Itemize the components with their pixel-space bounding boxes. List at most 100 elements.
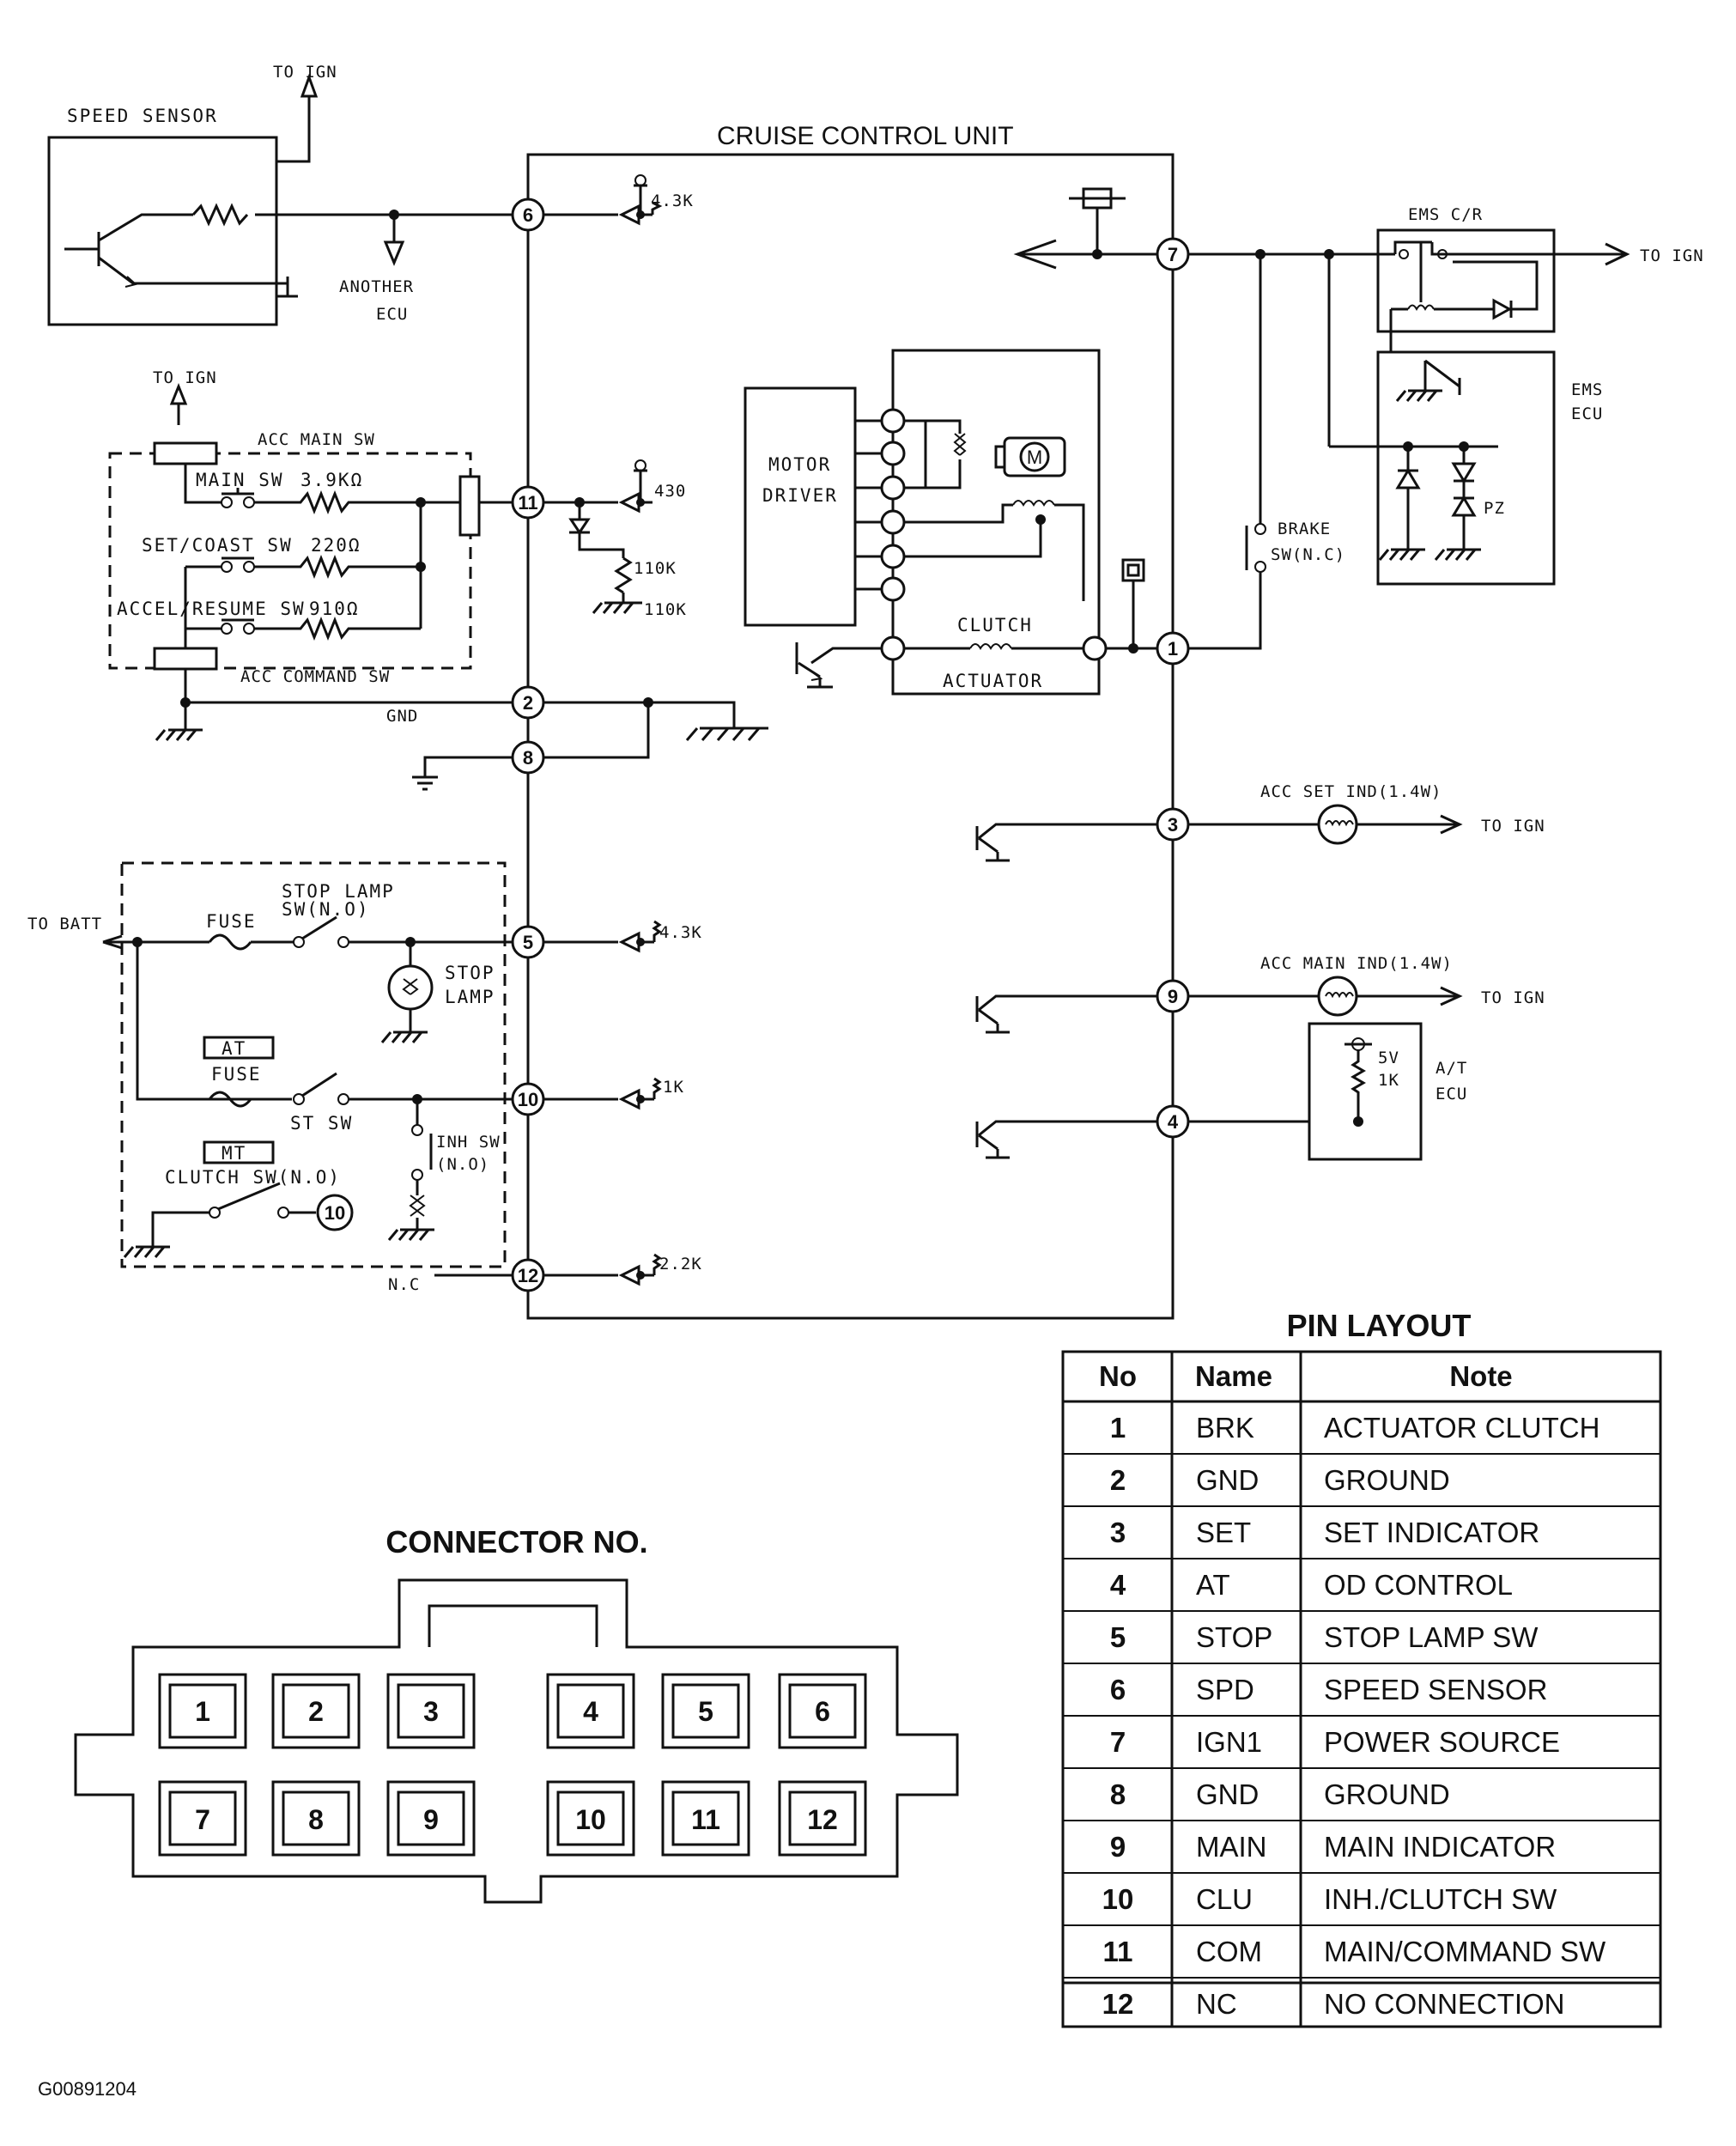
speed-sensor-label: SPEED SENSOR — [67, 106, 218, 126]
row-5-no: 5 — [1110, 1621, 1126, 1653]
acc-main-to-ign: TO IGN — [1481, 988, 1545, 1007]
stop-lamp-label-1: STOP — [445, 963, 495, 983]
brake-switch: BRAKE SW(N.C) — [1188, 254, 1345, 650]
connector-pin-4: 4 — [546, 1673, 635, 1749]
pullup-110k-label-a: 110K — [634, 559, 677, 578]
table-row: 7 IGN1 POWER SOURCE — [1110, 1726, 1560, 1758]
connector-pin-8-label: 8 — [308, 1804, 324, 1835]
set-coast-sw-label: SET/COAST SW — [142, 535, 293, 556]
pin-4: 4 5V 1K A/T ECU — [975, 1022, 1467, 1161]
connector-pin-9-label: 9 — [423, 1804, 439, 1835]
figure-reference: G00891204 — [38, 2078, 137, 2100]
row-2-note: GROUND — [1324, 1464, 1450, 1496]
connector-pin-6-label: 6 — [815, 1696, 830, 1727]
pin-layout-table: PIN LAYOUT No Name Note 1 BRK ACTUATOR C… — [1061, 1308, 1662, 1985]
pin-5-number: 5 — [523, 932, 533, 953]
pz-label: PZ — [1484, 499, 1505, 518]
stop-lamp-sw-label-1: STOP LAMP — [282, 881, 395, 902]
accel-resume-resistor-label: 910Ω — [309, 599, 360, 619]
row-1-note: ACTUATOR CLUTCH — [1324, 1412, 1599, 1444]
row-8-note: GROUND — [1324, 1778, 1450, 1810]
speed-sensor-to-ign: TO IGN — [273, 63, 337, 82]
row-9-note: MAIN INDICATOR — [1324, 1831, 1556, 1863]
connector-pin-1-label: 1 — [195, 1696, 210, 1727]
set-coast-resistor-label: 220Ω — [311, 535, 361, 556]
table-row: 11 COM MAIN/COMMAND SW — [1103, 1936, 1606, 1967]
connector-pin-10: 10 — [546, 1780, 635, 1857]
motor-m-label: M — [1027, 447, 1042, 468]
row-7-no: 7 — [1110, 1726, 1126, 1758]
connector-pin-5: 5 — [661, 1673, 750, 1749]
table-row: 9 MAIN MAIN INDICATOR — [1110, 1831, 1556, 1863]
main-sw-resistor-label: 3.9KΩ — [300, 470, 363, 490]
connector-pin-3-label: 3 — [423, 1696, 439, 1727]
table-header: No Name Note — [1099, 1360, 1513, 1392]
ems-ecu: EMS ECU PZ — [1329, 350, 1603, 586]
connector-pin-8: 8 — [271, 1780, 361, 1857]
clutch-to-pin-10: 10 — [325, 1202, 345, 1224]
inh-sw-label: INH SW — [436, 1133, 501, 1152]
row-6-no: 6 — [1110, 1674, 1126, 1705]
cruise-control-unit-title: CRUISE CONTROL UNIT — [717, 122, 1014, 150]
row-12-note: NO CONNECTION — [1324, 1988, 1565, 2020]
pin-12-nc: N.C — [388, 1274, 528, 1294]
pin-1: 1 — [1156, 631, 1190, 666]
ems-to-ign: TO IGN — [1640, 246, 1704, 265]
row-4-no: 4 — [1110, 1569, 1126, 1601]
row-10-no: 10 — [1102, 1883, 1134, 1915]
mt-label: MT — [222, 1143, 246, 1164]
acc-main-ind-label: ACC MAIN IND(1.4W) — [1260, 954, 1453, 973]
ems-cr-label: EMS C/R — [1408, 205, 1483, 224]
pin-12-number: 12 — [518, 1265, 538, 1286]
gnd-label: GND — [386, 707, 418, 726]
pin-9-number: 9 — [1168, 986, 1178, 1007]
table-row: 4 AT OD CONTROL — [1110, 1569, 1513, 1601]
row-12-name: NC — [1196, 1988, 1237, 2020]
connector-pin-10-label: 10 — [575, 1804, 606, 1835]
motor-driver-label-2: DRIVER — [762, 485, 838, 506]
connector-pin-5-label: 5 — [698, 1696, 713, 1727]
row-10-name: CLU — [1196, 1883, 1253, 1915]
connector-pin-7-label: 7 — [195, 1804, 210, 1835]
header-name: Name — [1195, 1360, 1272, 1392]
sensor-resistor — [191, 203, 249, 227]
motor-driver-actuator: MOTOR DRIVER M CLUTCH ACTUATOR — [744, 349, 1157, 696]
nc-label: N.C — [388, 1275, 420, 1294]
pin-12: 12 — [511, 1258, 545, 1292]
clutch-sw-label: CLUTCH SW(N.O) — [165, 1167, 341, 1188]
table-row: 1 BRK ACTUATOR CLUTCH — [1110, 1412, 1600, 1444]
brake-sw-label: SW(N.C) — [1271, 545, 1345, 564]
cruise-control-unit: CRUISE CONTROL UNIT — [526, 122, 1175, 1320]
pin-2: 2 — [511, 685, 545, 720]
at-ecu-label-1: A/T — [1436, 1059, 1467, 1078]
row-2-no: 2 — [1110, 1464, 1126, 1496]
acc-set-to-ign: TO IGN — [1481, 817, 1545, 836]
pin-6: 6 — [511, 198, 545, 232]
connector-pin-7: 7 — [158, 1780, 247, 1857]
pullup-6-label: 4.3K — [651, 191, 694, 210]
table-row: 3 SET SET INDICATOR — [1110, 1517, 1539, 1548]
fuse-label-2: FUSE — [211, 1064, 262, 1085]
pin-7: 7 — [1013, 187, 1378, 271]
clutch-label: CLUTCH — [957, 615, 1033, 635]
row-5-note: STOP LAMP SW — [1324, 1621, 1539, 1653]
row-3-note: SET INDICATOR — [1324, 1517, 1539, 1548]
table-row: 5 STOP STOP LAMP SW — [1110, 1621, 1539, 1653]
connector-pin-12: 12 — [778, 1780, 867, 1857]
row-10-note: INH./CLUTCH SW — [1324, 1883, 1557, 1915]
stop-lamp-label-2: LAMP — [445, 987, 495, 1007]
row-4-name: AT — [1196, 1569, 1230, 1601]
stop-lamp-switch-group: TO BATT FUSE STOP LAMP SW(N.O) STOP LAMP… — [27, 861, 528, 1268]
connector-pin-2: 2 — [271, 1673, 361, 1749]
acc-main-sw-label: ACC MAIN SW — [258, 430, 375, 449]
table-row: 6 SPD SPEED SENSOR — [1110, 1674, 1548, 1705]
ems-ecu-label-2: ECU — [1571, 404, 1603, 423]
pullup-5-label: 4.3K — [659, 923, 702, 942]
pin-3: 3 ACC SET IND(1.4W) TO IGN — [975, 782, 1545, 862]
row-11-note: MAIN/COMMAND SW — [1324, 1936, 1606, 1967]
row-12-no: 12 — [1102, 1988, 1134, 2020]
motor-driver-label-1: MOTOR — [768, 454, 831, 475]
pin-11: 11 — [511, 485, 545, 520]
pin-11-number: 11 — [518, 492, 537, 514]
